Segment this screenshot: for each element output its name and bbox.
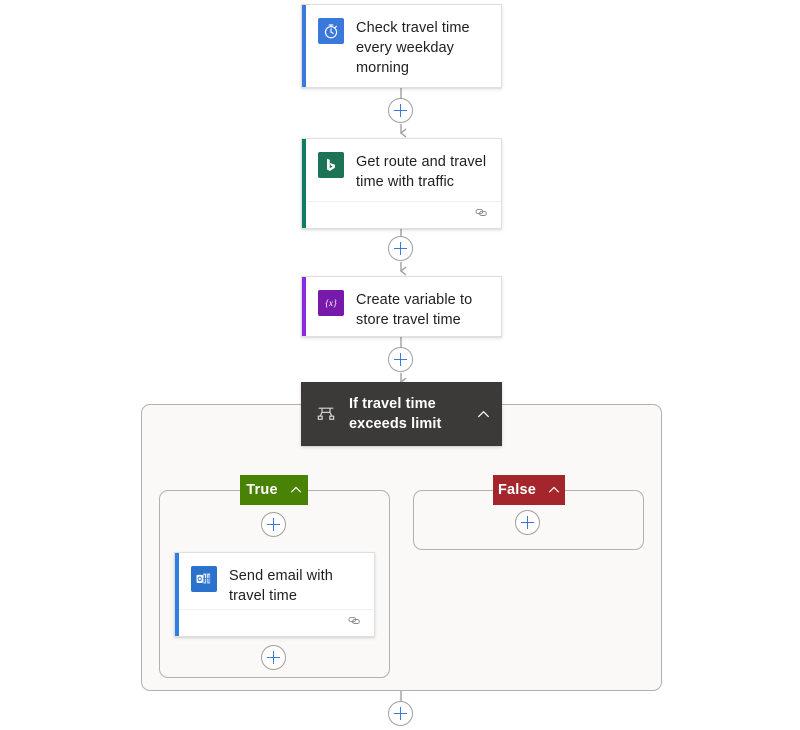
add-step-button-true-bottom[interactable] (261, 645, 286, 670)
node-accent-bar (302, 5, 306, 87)
flow-node-bing-maps[interactable]: Get route and travel time with traffic (301, 138, 502, 229)
node-body: {x} Create variable to store travel time (302, 277, 501, 336)
add-step-button-after-bing[interactable] (388, 236, 413, 261)
node-accent-bar (175, 553, 179, 636)
add-step-button-after-condition[interactable] (388, 701, 413, 726)
node-body: Get route and travel time with traffic (302, 139, 501, 204)
add-step-button-after-trigger[interactable] (388, 98, 413, 123)
node-footer (306, 201, 501, 228)
flow-node-trigger[interactable]: Check travel time every weekday morning (301, 4, 502, 88)
outlook-icon (191, 566, 217, 592)
add-step-button-false[interactable] (515, 510, 540, 535)
node-accent-bar (302, 277, 306, 336)
node-title: Send email with travel time (229, 568, 333, 604)
link-icon[interactable] (474, 205, 489, 225)
condition-title: If travel time exceeds limit (349, 396, 442, 432)
branch-label-false[interactable]: False (493, 475, 565, 505)
chevron-up-icon[interactable] (474, 405, 492, 423)
node-title: Check travel time every weekday morning (356, 20, 470, 76)
add-step-button-after-variable[interactable] (388, 347, 413, 372)
chevron-up-icon[interactable] (290, 481, 302, 499)
svg-text:{x}: {x} (325, 299, 337, 309)
condition-header[interactable]: If travel time exceeds limit (301, 382, 502, 446)
node-title: Create variable to store travel time (356, 292, 473, 328)
flow-node-send-email[interactable]: Send email with travel time (174, 552, 375, 637)
branch-label-text: False (497, 482, 537, 498)
node-title: Get route and travel time with traffic (356, 154, 487, 190)
node-body: Send email with travel time (175, 553, 374, 618)
branch-label-text: True (246, 482, 278, 498)
chevron-up-icon[interactable] (548, 481, 560, 499)
node-body: Check travel time every weekday morning (302, 5, 501, 87)
variable-icon: {x} (318, 290, 344, 316)
link-icon[interactable] (347, 613, 362, 633)
node-accent-bar (302, 139, 306, 228)
condition-scope-container (141, 404, 662, 691)
bing-icon (318, 152, 344, 178)
flow-node-init-variable[interactable]: {x} Create variable to store travel time (301, 276, 502, 337)
condition-icon (315, 403, 337, 425)
node-footer (179, 609, 374, 636)
stopwatch-icon (318, 18, 344, 44)
add-step-button-true-top[interactable] (261, 512, 286, 537)
branch-label-true[interactable]: True (240, 475, 308, 505)
